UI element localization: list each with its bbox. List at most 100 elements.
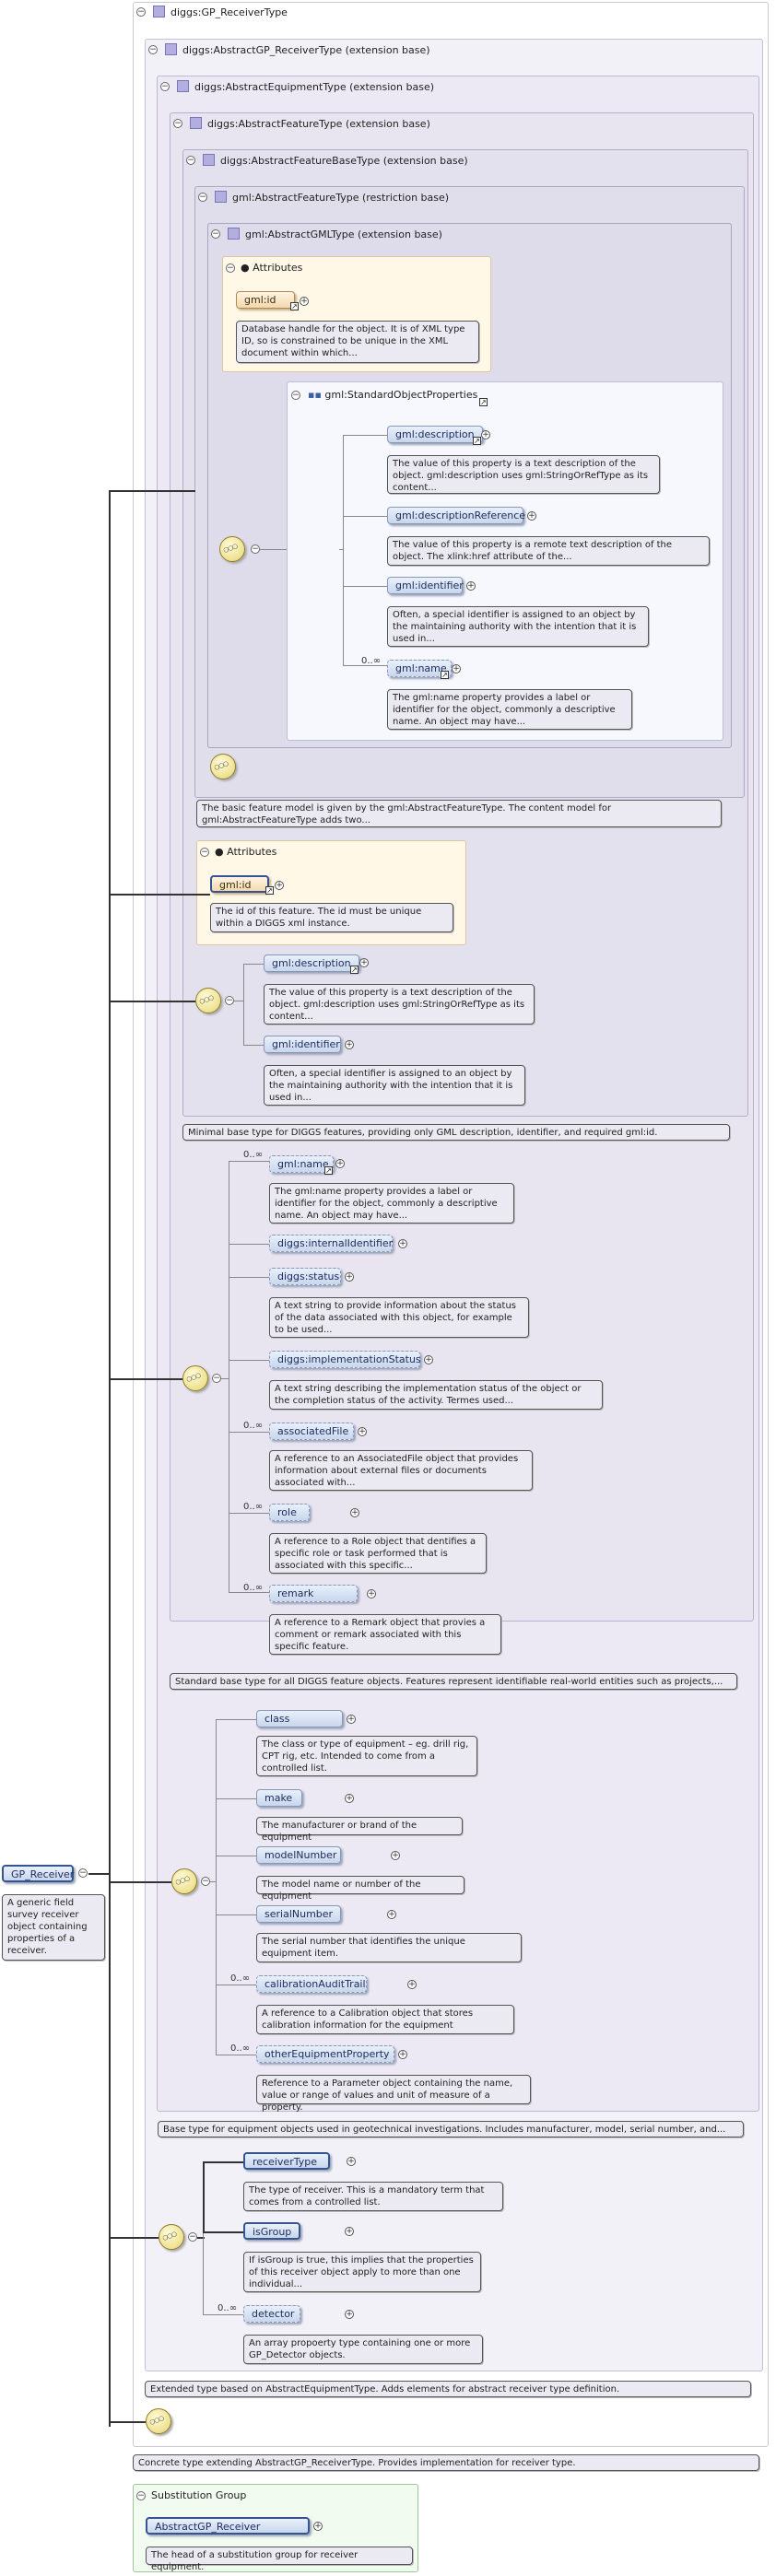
expand-icon[interactable]: +	[345, 1272, 354, 1282]
expand-icon[interactable]: +	[313, 2522, 323, 2531]
multiplicity-label: 0..∞	[243, 1502, 264, 1512]
connector	[229, 1592, 269, 1593]
expand-icon[interactable]: +	[358, 1427, 367, 1436]
element-make[interactable]: make	[256, 1789, 302, 1807]
expand-icon[interactable]: +	[345, 1040, 354, 1049]
element-gml-name[interactable]: gml:name	[269, 1155, 334, 1173]
expand-icon[interactable]: +	[398, 1239, 407, 1248]
element-abstract-gp-receiver[interactable]: AbstractGP_Receiver	[146, 2517, 310, 2535]
element-other-equipment-property[interactable]: otherEquipmentProperty	[256, 2045, 394, 2063]
element-diggs-internal-identifier[interactable]: diggs:internalIdentifier	[269, 1235, 393, 1252]
expand-icon[interactable]: +	[367, 1589, 376, 1598]
link-icon[interactable]: ↗	[324, 1166, 333, 1175]
gml-id-attribute[interactable]: gml:id	[210, 875, 269, 893]
expand-icon[interactable]: +	[481, 430, 490, 439]
annotation: Base type for equipment objects used in …	[158, 2121, 744, 2137]
annotation: The model name or number of the equipmen…	[256, 1876, 464, 1902]
element-receiver-type[interactable]: receiverType	[243, 2152, 330, 2170]
annotation: The type of receiver. This is a mandator…	[243, 2182, 503, 2211]
annotation: The serial number that identifies the un…	[256, 1933, 522, 1962]
connector	[203, 2314, 243, 2315]
collapse-toggle[interactable]: −	[173, 119, 182, 128]
element-gml-identifier[interactable]: gml:identifier	[387, 577, 464, 594]
element-associated-file[interactable]: associatedFile	[269, 1423, 354, 1440]
expand-icon[interactable]: +	[350, 1508, 359, 1517]
element-remark[interactable]: remark	[269, 1585, 358, 1602]
collapse-toggle[interactable]: −	[225, 996, 234, 1005]
annotation: Extended type based on AbstractEquipment…	[145, 2381, 751, 2397]
expand-icon[interactable]: +	[275, 881, 284, 890]
collapse-toggle[interactable]: −	[212, 1374, 221, 1383]
expand-icon[interactable]: +	[466, 581, 476, 591]
root-element-gp-receiver[interactable]: GP_Receiver	[2, 1865, 74, 1882]
connector	[343, 665, 387, 666]
collapse-toggle[interactable]: −	[251, 544, 260, 554]
collapse-toggle[interactable]: −	[148, 45, 158, 54]
element-role[interactable]: role	[269, 1504, 310, 1521]
collapse-toggle[interactable]: −	[198, 193, 207, 202]
expand-icon[interactable]: +	[345, 2227, 354, 2236]
collapse-toggle[interactable]: −	[136, 2491, 146, 2500]
connector	[243, 1045, 264, 1046]
annotation: The value of this property is a text des…	[387, 455, 660, 494]
element-diggs-status[interactable]: diggs:status	[269, 1268, 341, 1285]
element-serial-number[interactable]: serialNumber	[256, 1905, 341, 1923]
sequence-icon[interactable]	[195, 988, 221, 1013]
link-icon[interactable]: ↗	[290, 302, 299, 310]
collapse-toggle[interactable]: −	[186, 156, 195, 165]
collapse-toggle[interactable]: −	[188, 2232, 197, 2242]
collapse-toggle[interactable]: −	[291, 391, 300, 400]
expand-icon[interactable]: +	[345, 2310, 354, 2319]
expand-icon[interactable]: +	[300, 297, 309, 306]
annotation: Database handle for the object. It is of…	[236, 321, 479, 363]
expand-icon[interactable]: +	[452, 664, 461, 673]
expand-icon[interactable]: +	[424, 1355, 433, 1364]
element-calibration-audit-trail[interactable]: calibrationAuditTrail	[256, 1975, 367, 1993]
expand-icon[interactable]: +	[347, 1715, 356, 1724]
expand-icon[interactable]: +	[345, 1794, 354, 1803]
complex-type-icon	[153, 6, 165, 18]
sequence-icon[interactable]	[182, 1365, 208, 1391]
element-class[interactable]: class	[256, 1710, 343, 1727]
expand-icon[interactable]: +	[359, 958, 369, 967]
expand-icon[interactable]: +	[391, 1851, 400, 1860]
expand-icon[interactable]: +	[407, 1980, 417, 1989]
expand-icon[interactable]: +	[527, 511, 536, 521]
sequence-icon[interactable]	[171, 1868, 197, 1894]
connector	[109, 2237, 159, 2239]
collapse-toggle[interactable]: −	[160, 82, 170, 91]
sequence-icon[interactable]	[159, 2224, 184, 2250]
gml-id-attribute[interactable]: gml:id	[236, 291, 295, 309]
collapse-toggle[interactable]: −	[200, 848, 209, 857]
collapse-toggle[interactable]: −	[211, 229, 220, 239]
link-icon[interactable]: ↗	[350, 966, 359, 974]
expand-icon[interactable]: +	[347, 2157, 356, 2166]
collapse-toggle[interactable]: −	[201, 1877, 210, 1886]
element-is-group[interactable]: isGroup	[243, 2222, 300, 2240]
sequence-icon[interactable]	[210, 754, 236, 779]
element-gml-description[interactable]: gml:description	[387, 426, 483, 443]
collapse-toggle[interactable]: −	[78, 1868, 88, 1878]
expand-icon[interactable]: +	[398, 2050, 407, 2059]
element-model-number[interactable]: modelNumber	[256, 1846, 341, 1864]
link-icon[interactable]: ↗	[265, 886, 274, 895]
element-diggs-implementation-status[interactable]: diggs:implementationStatus	[269, 1351, 421, 1368]
connector	[109, 490, 195, 492]
sequence-icon[interactable]	[219, 536, 245, 562]
collapse-toggle[interactable]: −	[226, 263, 235, 273]
element-detector[interactable]: detector	[243, 2305, 300, 2323]
element-gml-description-reference[interactable]: gml:descriptionReference	[387, 507, 525, 524]
collapse-toggle[interactable]: −	[136, 7, 146, 17]
element-gml-name[interactable]: gml:name	[387, 660, 452, 677]
element-gml-identifier[interactable]: gml:identifier	[264, 1036, 341, 1053]
element-gml-description[interactable]: gml:description	[264, 954, 359, 972]
link-icon[interactable]: ↗	[473, 437, 481, 445]
sequence-icon[interactable]	[146, 2408, 171, 2434]
abstract-gp-receiver-title: diggs:AbstractGP_ReceiverType (extension…	[165, 43, 430, 56]
connector	[210, 1881, 216, 1882]
annotation: The value of this property is a text des…	[264, 984, 535, 1025]
link-icon[interactable]: ↗	[479, 398, 488, 406]
expand-icon[interactable]: +	[335, 1159, 345, 1168]
link-icon[interactable]: ↗	[441, 671, 449, 679]
expand-icon[interactable]: +	[387, 1910, 396, 1919]
